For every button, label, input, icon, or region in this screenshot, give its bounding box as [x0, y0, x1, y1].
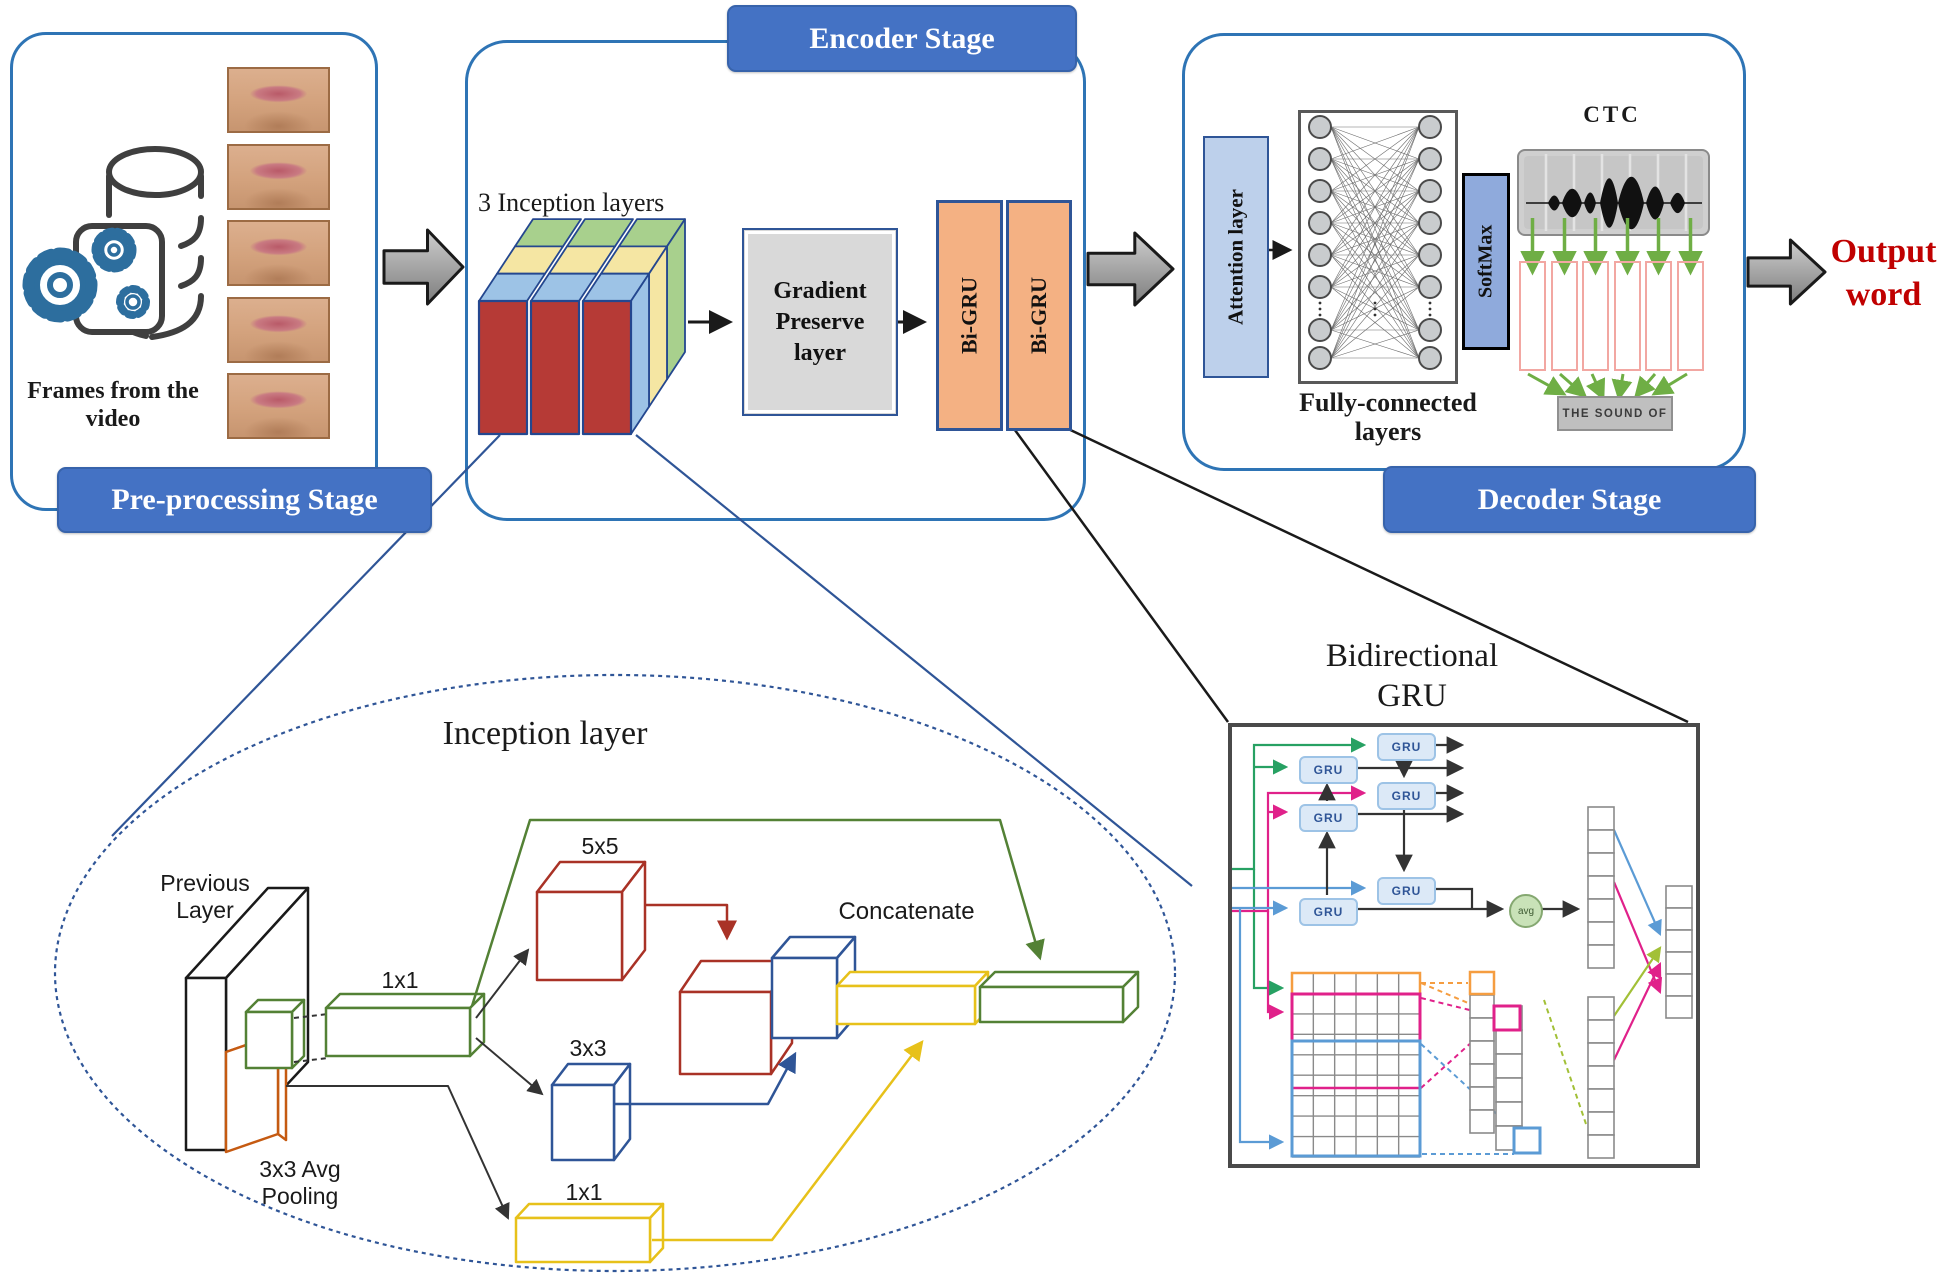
fully-connected-box: [1298, 110, 1458, 384]
branch-pool-1x1-label: 1x1: [565, 1178, 603, 1205]
gradient-preserve-layer: Gradient Preserve layer: [742, 228, 898, 416]
gru-node: GRU: [1377, 877, 1436, 905]
concatenate-label: Concatenate: [838, 898, 975, 925]
video-frame: [227, 144, 330, 210]
inception-ellipse: [53, 673, 1177, 1273]
preprocessing-banner: Pre-processing Stage: [57, 467, 432, 533]
attention-layer: Attention layer: [1203, 136, 1269, 378]
video-frame: [227, 67, 330, 133]
branch-5x5-label: 5x5: [581, 832, 619, 859]
fully-connected-caption: Fully-connected layers: [1299, 388, 1477, 446]
gru-node: GRU: [1377, 733, 1436, 761]
bigru-layer-2: Bi-GRU: [1006, 200, 1072, 431]
bigru-title: Bidirectional GRU: [1325, 638, 1499, 714]
bigru-layer-1: Bi-GRU: [936, 200, 1003, 431]
video-frame: [227, 373, 330, 439]
branch-1x1-label: 1x1: [381, 966, 419, 993]
gru-node: GRU: [1377, 782, 1436, 810]
video-frame: [227, 220, 330, 286]
bidirectional-gru-box: [1228, 723, 1700, 1168]
encoder-banner: Encoder Stage: [727, 5, 1077, 72]
gru-node: GRU: [1299, 804, 1358, 832]
video-frame: [227, 297, 330, 363]
avg-node: avg: [1509, 894, 1543, 928]
inception-title: Inception layer: [442, 715, 648, 752]
softmax-layer: SoftMax: [1462, 173, 1510, 350]
gradient-line: layer: [794, 339, 846, 366]
avg-pooling-label: 3x3 Avg Pooling: [259, 1156, 341, 1209]
ctc-output-caption: THE SOUND OF: [1557, 396, 1673, 431]
output-word: Output word: [1830, 233, 1937, 313]
gradient-line: Preserve: [775, 308, 865, 335]
ctc-label: CTC: [1583, 102, 1641, 127]
decoder-banner: Decoder Stage: [1383, 466, 1756, 533]
gru-node: GRU: [1299, 898, 1358, 926]
inception-count-label: 3 Inception layers: [478, 188, 665, 217]
gradient-line: Gradient: [773, 277, 867, 304]
gru-node: GRU: [1299, 756, 1358, 784]
branch-3x3-label: 3x3: [569, 1034, 607, 1061]
frames-caption: Frames from the video: [27, 378, 199, 432]
previous-layer-label: Previous Layer: [160, 870, 250, 923]
